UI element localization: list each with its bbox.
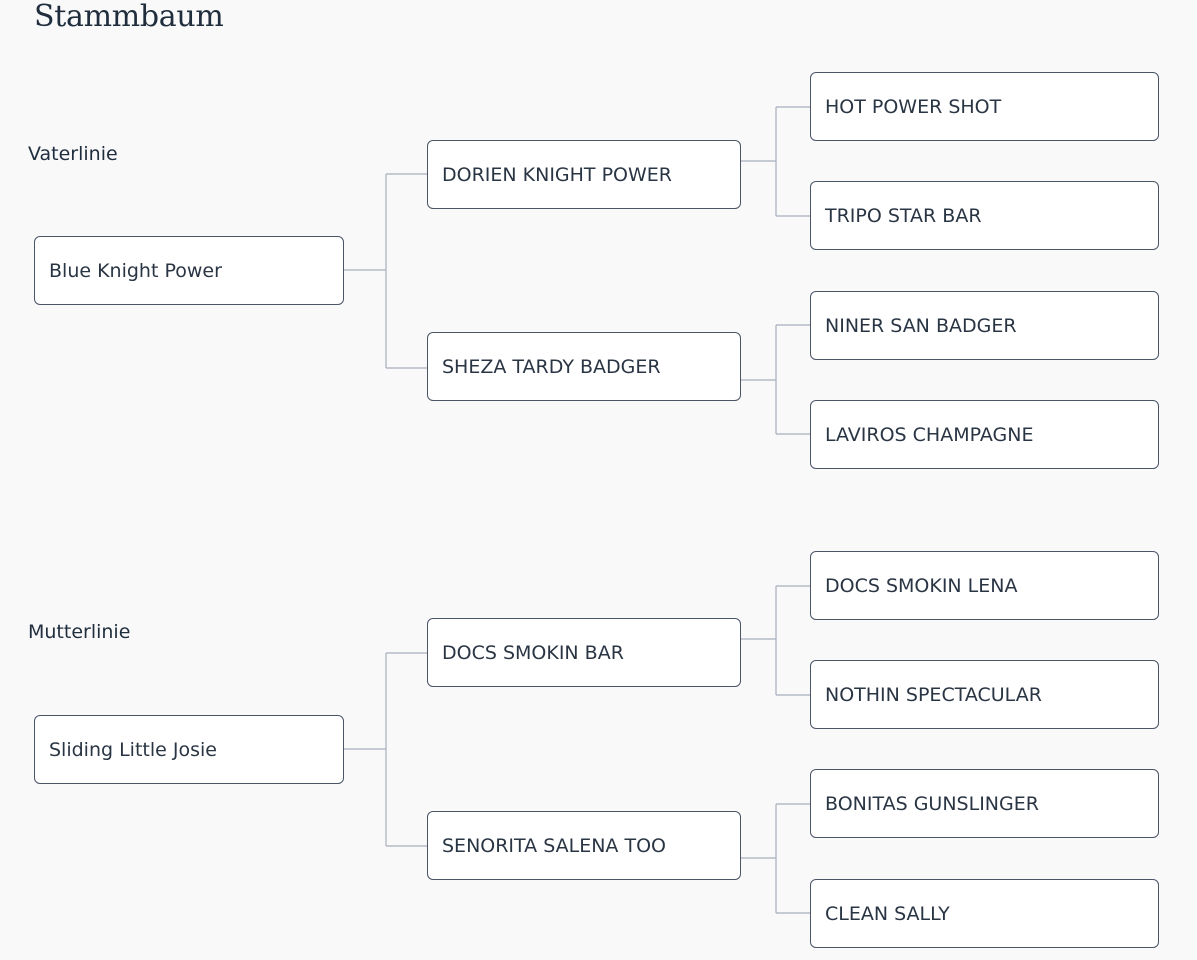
horse-root-sire[interactable]: Blue Knight Power [34, 236, 344, 305]
sire-parent-2[interactable]: SHEZA TARDY BADGER [427, 332, 741, 401]
sire-grandparent-3[interactable]: NINER SAN BADGER [810, 291, 1159, 360]
dam-parent-1[interactable]: DOCS SMOKIN BAR [427, 618, 741, 687]
dam-grandparent-2[interactable]: NOTHIN SPECTACULAR [810, 660, 1159, 729]
sire-line-label: Vaterlinie [28, 143, 118, 165]
connector-root-sire [344, 173, 427, 369]
dam-grandparent-1[interactable]: DOCS SMOKIN LENA [810, 551, 1159, 620]
connector-dam-parent-2 [741, 803, 810, 914]
connector-sire-parent-1 [741, 106, 810, 217]
sire-grandparent-4[interactable]: LAVIROS CHAMPAGNE [810, 400, 1159, 469]
dam-line-label: Mutterlinie [28, 621, 131, 643]
dam-grandparent-3[interactable]: BONITAS GUNSLINGER [810, 769, 1159, 838]
sire-grandparent-2[interactable]: TRIPO STAR BAR [810, 181, 1159, 250]
dam-grandparent-4[interactable]: CLEAN SALLY [810, 879, 1159, 948]
horse-root-dam[interactable]: Sliding Little Josie [34, 715, 344, 784]
connector-root-dam [344, 652, 427, 847]
sire-grandparent-1[interactable]: HOT POWER SHOT [810, 72, 1159, 141]
page-title: Stammbaum [34, 0, 224, 34]
dam-parent-2[interactable]: SENORITA SALENA TOO [427, 811, 741, 880]
connector-sire-parent-2 [741, 324, 810, 435]
connector-dam-parent-1 [741, 585, 810, 696]
sire-parent-1[interactable]: DORIEN KNIGHT POWER [427, 140, 741, 209]
